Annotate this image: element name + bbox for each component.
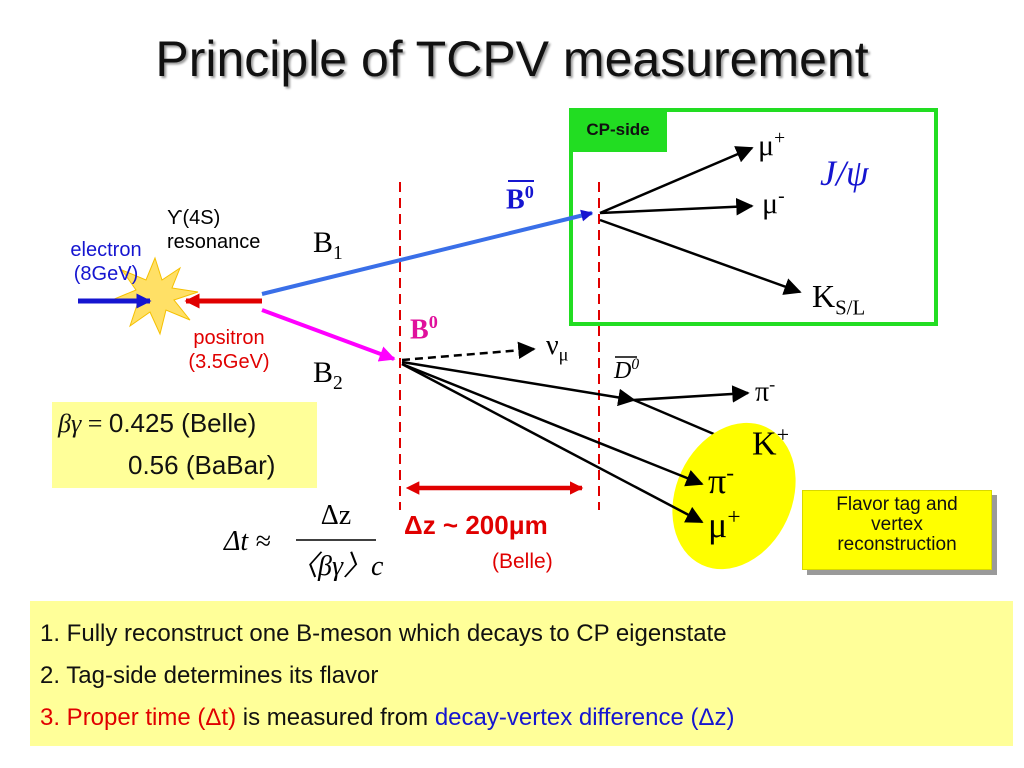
betagamma-belle-value: 0.425 (Belle) <box>108 408 257 438</box>
dt-numerator: Δz <box>320 500 352 531</box>
pi-minus-tag-track <box>401 362 704 487</box>
positron-label-line1: positron <box>193 327 265 349</box>
delta-z-value: Δz ~ 200μm <box>404 510 548 540</box>
pi-minus-tag-label: π- <box>708 460 734 501</box>
positron-label-line2: (3.5GeV) <box>188 351 270 373</box>
betagamma-box <box>52 402 317 488</box>
mu-plus-tag-track <box>401 362 704 524</box>
b2-label: B2 <box>313 356 343 394</box>
nu-mu-track <box>401 341 536 362</box>
ksl-label: KS/L <box>812 278 866 320</box>
summary-item-3-proper-time: 3. Proper time (Δt) <box>40 704 237 731</box>
tag-particles-highlight <box>672 422 796 570</box>
flavor-box-line2: vertex <box>871 514 923 535</box>
flavor-tag-box: Flavor tag and vertex reconstruction <box>802 490 992 570</box>
summary-item-3-middle: is measured from <box>236 704 435 731</box>
mu-plus-cp-track <box>599 146 754 215</box>
dt-denominator: 〈βγ〉c <box>290 551 384 582</box>
betagamma-belle: βγ = 0.425 (Belle) <box>58 408 256 439</box>
pi-minus-d-label: π- <box>755 374 776 408</box>
mu-plus-tag-label: μ+ <box>708 504 741 545</box>
b1-label: B1 <box>313 226 343 264</box>
summary-item-3-vertex: decay-vertex difference (Δz) <box>434 704 735 731</box>
mu-plus-cp-label: μ+ <box>758 128 786 162</box>
delta-z-experiment: (Belle) <box>492 550 553 573</box>
upsilon-label: ϒ(4S) resonance <box>167 206 260 254</box>
b0bar-label: B0 <box>506 182 534 216</box>
flavor-box-line1: Flavor tag and <box>836 494 958 515</box>
summary-item-2: 2. Tag-side determines its flavor <box>40 662 379 689</box>
cp-side-label: CP-side <box>569 108 667 152</box>
nu-mu-label: νμ <box>546 330 569 365</box>
electron-label-line1: electron <box>70 239 142 261</box>
summary-list: 1. Fully reconstruct one B-meson which d… <box>30 601 1013 746</box>
d0bar-track <box>401 360 636 407</box>
upsilon-label-line2: resonance <box>167 231 261 253</box>
electron-label-line2: (8GeV) <box>73 263 139 285</box>
betagamma-babar: 0.56 (BaBar) <box>128 450 276 480</box>
dt-lhs: Δt ≈ <box>224 526 271 557</box>
b2-trajectory <box>261 308 396 362</box>
upsilon-label-line1: ϒ(4S) <box>167 207 221 229</box>
flavor-box-line3: reconstruction <box>837 534 957 555</box>
b0-label: B0 <box>410 312 438 346</box>
positron-label: positron (3.5GeV) <box>170 326 288 374</box>
betagamma-symbol: βγ <box>58 409 82 438</box>
d0bar-label: D0 <box>614 356 640 384</box>
b1-trajectory <box>261 209 594 296</box>
page-title: Principle of TCPV measurement <box>155 31 869 87</box>
pi-minus-d-track <box>633 385 750 403</box>
mu-minus-cp-label: μ- <box>762 186 785 220</box>
ksl-track <box>599 218 802 295</box>
electron-label: electron (8GeV) <box>58 238 154 286</box>
betagamma-equals: = <box>81 409 109 438</box>
summary-item-1: 1. Fully reconstruct one B-meson which d… <box>40 620 727 647</box>
collision-burst-icon <box>111 256 199 336</box>
jpsi-label: J/ψ <box>820 153 869 193</box>
k-plus-label: K+ <box>752 422 790 463</box>
mu-minus-cp-track <box>599 197 754 216</box>
summary-item-3: 3. Proper time (Δt) is measured from dec… <box>40 697 1013 739</box>
